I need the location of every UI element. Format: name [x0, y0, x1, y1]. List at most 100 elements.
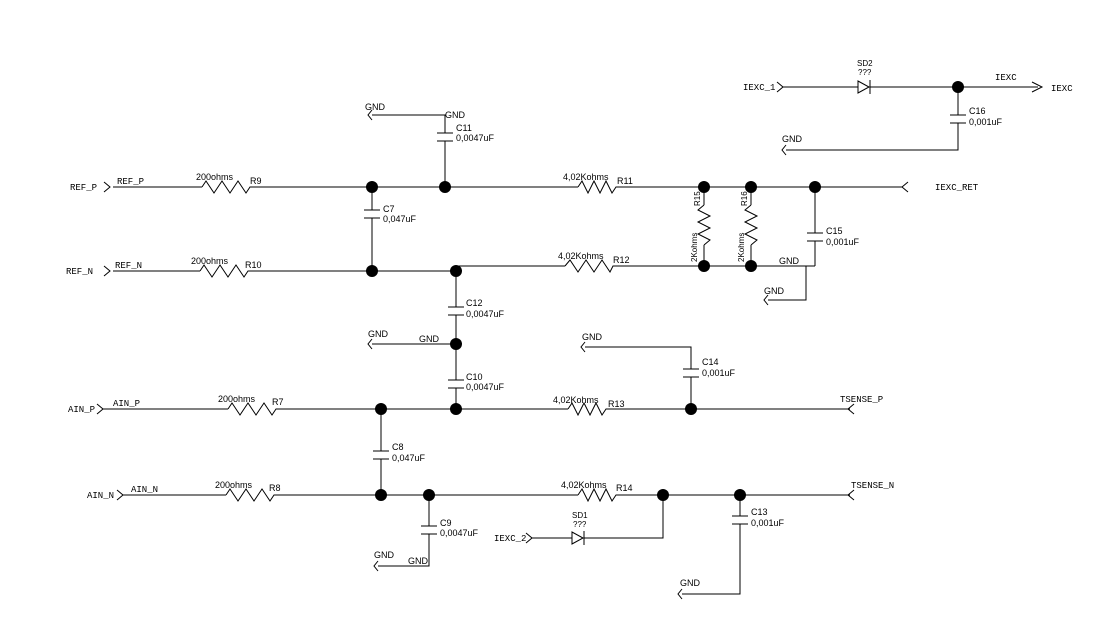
sd1-ref: SD1 — [572, 511, 588, 520]
capacitor-c10 — [448, 379, 464, 389]
gnd-label: GND — [764, 286, 785, 296]
capacitor-c15 — [807, 232, 823, 242]
capacitors — [364, 114, 966, 535]
port-ain-p-label: AIN_P — [68, 405, 95, 415]
port-iexc-arrow — [1031, 81, 1044, 93]
c14-ref: C14 — [702, 357, 719, 367]
port-symbols — [96, 81, 1044, 600]
c8-value: 0,047uF — [392, 453, 426, 463]
gnd-flag-c13 — [677, 588, 683, 600]
port-ref-p-arrow — [103, 181, 111, 193]
junction-dot — [450, 265, 462, 277]
capacitor-c7 — [364, 209, 380, 219]
c14-value: 0,001uF — [702, 368, 736, 378]
c13-value: 0,001uF — [751, 518, 785, 528]
capacitor-c14 — [683, 368, 699, 378]
net-tsense-n-label: TSENSE_N — [851, 481, 894, 491]
gnd-flag-c16 — [781, 144, 787, 156]
net-iexc-ret-label: IEXC_RET — [935, 183, 979, 193]
gnd-flag-c15 — [763, 294, 769, 306]
net-labels: REF_P REF_P REF_N REF_N AIN_P AIN_P AIN_… — [66, 73, 1073, 588]
net-iexc-ret-arrow — [901, 181, 909, 193]
net-ref-n-label: REF_N — [115, 261, 142, 271]
r13-value: 4,02Kohms — [553, 395, 599, 405]
junction-dot — [375, 403, 387, 415]
resistor-r13 — [567, 401, 608, 417]
r12-value: 4,02Kohms — [558, 251, 604, 261]
port-iexc-1-arrow — [776, 81, 784, 93]
wire-ref-n — [113, 265, 815, 272]
capacitor-c13 — [732, 515, 748, 525]
gnd-flag-c14 — [580, 341, 586, 353]
port-iexc-2-label: IEXC_2 — [494, 534, 526, 544]
resistor-r9 — [201, 180, 254, 194]
c11-value: 0,0047uF — [456, 133, 495, 143]
capacitor-c16 — [950, 114, 966, 124]
junction-dot — [745, 181, 757, 193]
net-tsense-p-label: TSENSE_P — [840, 395, 883, 405]
port-ref-n-arrow — [103, 265, 111, 277]
port-ref-p-label: REF_P — [70, 183, 97, 193]
junction-dot — [450, 403, 462, 415]
gnd-label: GND — [374, 550, 395, 560]
sd2-ref: SD2 — [857, 59, 873, 68]
c8-ref: C8 — [392, 442, 404, 452]
port-ain-n-label: AIN_N — [87, 491, 114, 501]
resistor-r12 — [564, 259, 615, 273]
c7-value: 0,047uF — [383, 214, 417, 224]
gnd-label: GND — [782, 134, 803, 144]
diodes — [571, 80, 871, 545]
gnd-label: GND — [445, 110, 466, 120]
junction-dot — [366, 181, 378, 193]
port-iexc-label: IEXC — [1051, 84, 1073, 94]
resistor-r10 — [199, 264, 250, 278]
junction-dot — [439, 181, 451, 193]
gnd-flag-mid — [367, 338, 373, 350]
resistor-r14 — [577, 487, 618, 503]
r11-value: 4,02Kohms — [563, 172, 609, 182]
net-ain-n-label: AIN_N — [131, 485, 158, 495]
c9-ref: C9 — [440, 518, 452, 528]
net-tsense-n-arrow — [847, 489, 855, 501]
r15-ref: R15 — [693, 191, 702, 206]
r9-value: 200ohms — [196, 172, 234, 182]
r8-value: 200ohms — [215, 480, 253, 490]
resistor-r11 — [577, 179, 618, 195]
net-ref-p-label: REF_P — [117, 177, 144, 187]
gnd-label: GND — [582, 332, 603, 342]
gnd-label: GND — [365, 102, 386, 112]
junction-dot — [745, 260, 757, 272]
resistors — [199, 179, 759, 503]
junction-dot — [366, 265, 378, 277]
r10-value: 200ohms — [191, 256, 229, 266]
gnd-flag-c9 — [373, 560, 379, 572]
resistor-r7 — [227, 402, 278, 416]
junction-dot — [375, 489, 387, 501]
r7-value: 200ohms — [218, 394, 256, 404]
r9-ref: R9 — [250, 176, 262, 186]
junction-dot — [657, 489, 669, 501]
capacitor-c9 — [421, 525, 437, 535]
diode-sd1 — [571, 531, 585, 545]
capacitor-c12 — [448, 306, 464, 316]
c16-value: 0,001uF — [969, 117, 1003, 127]
wire-c15 — [768, 187, 816, 301]
c15-value: 0,001uF — [826, 237, 860, 247]
wire-c11 — [372, 114, 446, 187]
sd1-value: ??? — [573, 520, 587, 529]
c7-ref: C7 — [383, 204, 395, 214]
r16-ref: R16 — [740, 191, 749, 206]
r15-value: 2Kohms — [690, 233, 699, 262]
c11-ref: C11 — [456, 123, 472, 133]
port-ref-n-label: REF_N — [66, 267, 93, 277]
r13-ref: R13 — [608, 399, 625, 409]
junction-dot — [698, 260, 710, 272]
c10-ref: C10 — [466, 372, 483, 382]
r8-ref: R8 — [269, 483, 281, 493]
gnd-label: GND — [368, 329, 389, 339]
c10-value: 0,0047uF — [466, 382, 505, 392]
junctions — [366, 81, 964, 501]
c9-value: 0,0047uF — [440, 528, 479, 538]
c12-value: 0,0047uF — [466, 309, 505, 319]
